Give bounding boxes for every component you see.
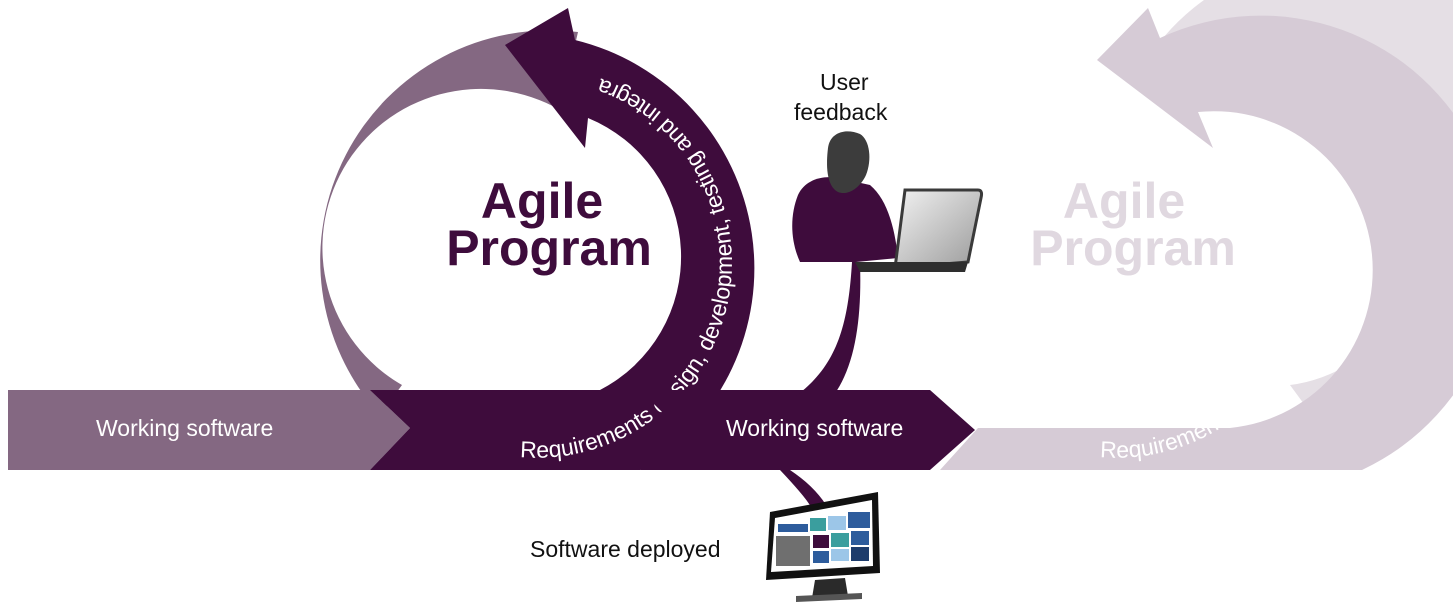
right-ring-textpath: Requirements design, development, and te… <box>1100 113 1317 462</box>
right-title-line2: Program <box>1030 220 1236 276</box>
middle-working-arrow <box>640 390 975 470</box>
deploy-connector <box>780 470 826 510</box>
monitor-icon <box>766 492 880 602</box>
right-ring-arrow <box>940 8 1453 470</box>
left-working-label: Working software <box>96 415 273 441</box>
right-ring-text: Requirements design, development, and te… <box>1100 113 1317 462</box>
user-feedback-label: User feedback <box>794 69 888 125</box>
left-title-line1: Agile <box>481 173 603 229</box>
feedback-connector <box>790 262 861 400</box>
left-title-line2: Program <box>446 220 652 276</box>
left-ring-arrow <box>370 8 755 470</box>
left-working-arrow <box>8 390 410 470</box>
middle-working-label: Working software <box>726 415 903 441</box>
svg-text:Agile Program: Agile Program <box>1030 173 1236 276</box>
right-cycle: Agile Program Requirements design, devel… <box>940 0 1453 470</box>
user-feedback-line1: User <box>820 69 869 95</box>
svg-text:Agile Program: Agile Program <box>446 173 652 276</box>
user-feedback-line2: feedback <box>794 99 888 125</box>
right-title-line1: Agile <box>1063 173 1185 229</box>
left-cycle: Agile Program Requirements design, devel… <box>0 0 755 470</box>
software-deployed-label: Software deployed <box>530 536 721 562</box>
person-with-laptop-icon <box>792 131 984 272</box>
